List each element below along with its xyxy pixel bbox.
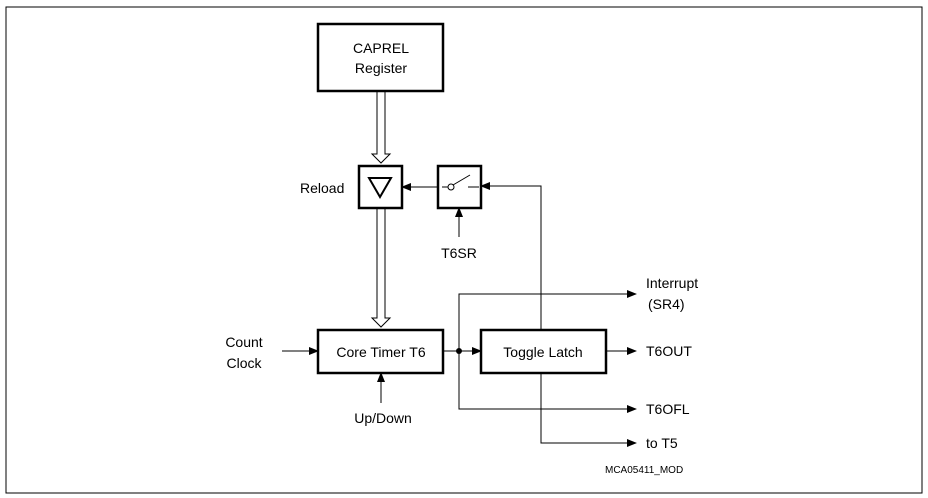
feedback-line-latch-to-switch xyxy=(480,182,542,332)
caprel-line2: Register xyxy=(355,60,407,76)
core-timer-label: Core Timer T6 xyxy=(336,344,425,360)
t6ofl-label: T6OFL xyxy=(646,401,690,417)
switch-pivot-icon xyxy=(447,183,455,191)
t6out-label: T6OUT xyxy=(646,343,692,359)
count-clock-line1: Count xyxy=(225,334,262,350)
reload-block xyxy=(357,164,404,210)
bus-arrow-reload-to-timer xyxy=(370,208,392,328)
toggle-latch-label: Toggle Latch xyxy=(503,344,582,360)
to-t5-label: to T5 xyxy=(646,435,678,451)
interrupt-line2: (SR4) xyxy=(648,296,685,312)
arrow-interrupt xyxy=(458,290,637,351)
updown-label: Up/Down xyxy=(354,410,412,426)
core-timer-t6-block: Core Timer T6 xyxy=(316,328,445,375)
arrow-t6ofl xyxy=(458,351,637,413)
caprel-register-block: CAPREL Register xyxy=(316,22,445,93)
reload-label: Reload xyxy=(300,180,344,196)
switch-lever xyxy=(452,174,471,186)
figure-frame xyxy=(5,6,923,494)
bus-arrow-caprel-to-reload xyxy=(370,91,392,164)
figure-id-label: MCA05411_MOD xyxy=(605,465,683,476)
count-clock-line2: Clock xyxy=(226,355,262,371)
arrow-to-t5 xyxy=(540,373,637,447)
caprel-line1: CAPREL xyxy=(353,40,409,56)
reload-triangle-icon xyxy=(367,177,393,199)
t6sr-label: T6SR xyxy=(441,245,477,261)
toggle-latch-block: Toggle Latch xyxy=(479,328,608,375)
interrupt-line1: Interrupt xyxy=(646,275,698,291)
switch-block xyxy=(436,164,483,210)
